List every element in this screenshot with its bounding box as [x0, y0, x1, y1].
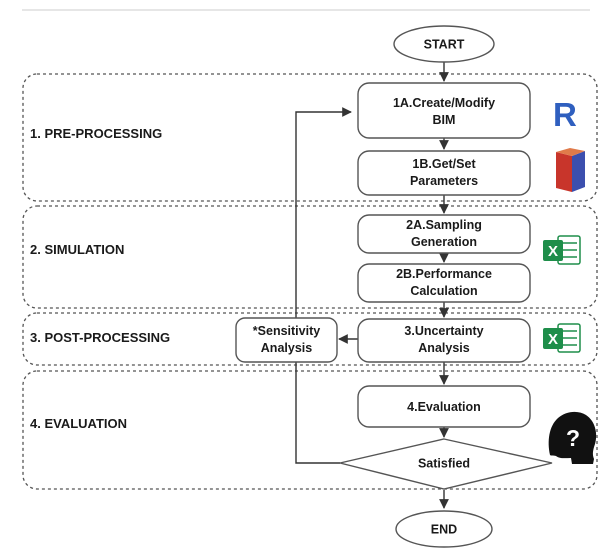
- step-2a-line1: 2A.Sampling: [406, 218, 482, 232]
- revit-icon: R: [553, 96, 577, 133]
- svg-text:X: X: [548, 331, 558, 348]
- step-3-line1: 3.Uncertainty: [404, 324, 483, 338]
- step-2a-box: 2A.Sampling Generation: [357, 214, 531, 254]
- step-2b-box: 2B.Performance Calculation: [357, 263, 531, 303]
- stage-label-post-processing: 3. POST-PROCESSING: [30, 330, 170, 345]
- sensitivity-line1: *Sensitivity: [253, 324, 320, 338]
- decision-label: Satisfied: [418, 457, 470, 471]
- step-1b-line1: 1B.Get/Set: [412, 157, 476, 171]
- step-1b-box: 1B.Get/Set Parameters: [357, 150, 531, 196]
- excel-icon: X: [543, 323, 581, 353]
- step-1a-line1: 1A.Create/Modify: [393, 96, 495, 110]
- step-1a-line2: BIM: [433, 113, 456, 127]
- stage-label-evaluation: 4. EVALUATION: [30, 416, 127, 431]
- stage-label-simulation: 2. SIMULATION: [30, 242, 124, 257]
- step-4-label: 4.Evaluation: [407, 400, 481, 414]
- start-terminal: START: [393, 25, 495, 63]
- svg-text:X: X: [548, 243, 558, 260]
- excel-icon: X: [543, 235, 581, 265]
- loop-back-arrow: [295, 107, 352, 464]
- end-label: END: [431, 523, 457, 537]
- start-label: START: [424, 38, 465, 52]
- sensitivity-analysis-box: *Sensitivity Analysis: [235, 317, 338, 363]
- step-2b-line1: 2B.Performance: [396, 267, 492, 281]
- end-terminal: END: [395, 510, 493, 548]
- step-2a-line2: Generation: [411, 235, 477, 249]
- stage-simulation-box: [22, 205, 598, 309]
- step-1b-line2: Parameters: [410, 174, 478, 188]
- stage-pre-processing-box: [22, 73, 598, 202]
- step-2b-line2: Calculation: [410, 284, 477, 298]
- decision-diamond: Satisfied: [339, 438, 553, 490]
- stage-label-pre-processing: 1. PRE-PROCESSING: [30, 126, 162, 141]
- svg-text:R: R: [553, 96, 577, 133]
- dynamo-icon: [556, 148, 585, 192]
- question-head-icon: ?: [548, 411, 597, 464]
- step-3-box: 3.Uncertainty Analysis: [357, 318, 531, 363]
- step-3-line2: Analysis: [418, 341, 469, 355]
- svg-text:?: ?: [566, 425, 580, 451]
- step-4-box: 4.Evaluation: [357, 385, 531, 428]
- stage-post-processing-box: [22, 312, 598, 366]
- sensitivity-line2: Analysis: [261, 341, 312, 355]
- stage-evaluation-box: [22, 370, 598, 490]
- step-1a-box: 1A.Create/Modify BIM: [357, 82, 531, 139]
